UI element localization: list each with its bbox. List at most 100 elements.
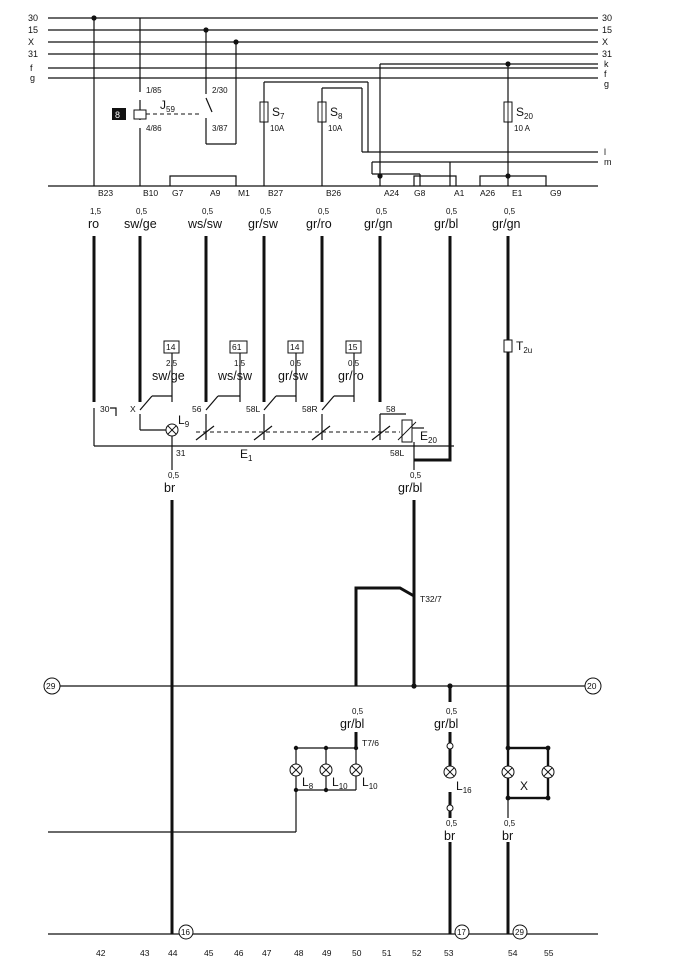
wire-gauge: 0,5 — [446, 819, 458, 828]
terminal-a9: A9 — [210, 188, 221, 198]
footer-number: 48 — [294, 948, 304, 958]
wire-color: gr/bl — [398, 481, 422, 495]
fuse-s20: S20 10 A — [503, 64, 533, 186]
wire-gauge: 1,5 — [234, 359, 246, 368]
switch-terminal-58: 58 — [386, 404, 396, 414]
ground-point-17 — [454, 924, 470, 940]
wire-gauge: 0,5 — [410, 471, 422, 480]
wire-gauge: 0,5 — [318, 207, 330, 216]
footer-numbers: 42 43 44 45 46 47 48 49 50 51 52 53 54 5… — [96, 948, 554, 958]
fuse-s8: S8 10A — [317, 87, 362, 186]
wire-color: gr/sw — [248, 217, 279, 231]
fuse-s8-rating: 10A — [328, 124, 343, 133]
wire-gauge: 0,5 — [136, 207, 148, 216]
switch-terminal-58l: 58L — [246, 404, 260, 414]
rail-label-l: l — [604, 147, 606, 157]
rail-label-x: X — [602, 37, 608, 47]
rail-label-f: f — [30, 63, 33, 73]
rail-label-g: g — [30, 73, 35, 83]
lamp-l16-label: L16 — [456, 779, 472, 795]
fuse-s8-label: S8 — [330, 105, 343, 121]
svg-text:17: 17 — [457, 928, 466, 937]
ground-point-left — [43, 677, 61, 695]
footer-number: 46 — [234, 948, 244, 958]
connector-t2u-label: T2u — [516, 339, 532, 355]
footer-number: 45 — [204, 948, 214, 958]
rail-labels-right: 30 15 X 31 k f g l m — [602, 13, 612, 167]
rail-label-x: X — [28, 37, 34, 47]
footer-number: 47 — [262, 948, 272, 958]
wire-gauge: 0,5 — [446, 707, 458, 716]
rail-label-k: k — [604, 59, 609, 69]
terminal-b26: B26 — [326, 188, 341, 198]
connector-t2u: T2u — [503, 339, 532, 355]
light-switch-e1: E1 E20 L9 30 X 56 58L 58R 58 31 58L — [93, 395, 454, 470]
wire-color: ws/sw — [187, 217, 223, 231]
footer-number: 54 — [508, 948, 518, 958]
terminal-labels: B23 B10 G7 A9 M1 B27 B26 A24 G8 A1 A26 E… — [98, 188, 562, 198]
rheostat-label: E20 — [420, 429, 437, 445]
lamp-l9-label: L9 — [178, 413, 190, 429]
wire-gauge: 0,5 — [352, 707, 364, 716]
relay-position-marker — [112, 108, 126, 120]
ground-point-16 — [178, 924, 194, 940]
terminal-a1: A1 — [454, 188, 465, 198]
fuse-s7: S7 10A — [259, 81, 368, 186]
relay-terminal-4-86: 4/86 — [146, 124, 162, 133]
wire-color: gr/ro — [306, 217, 332, 231]
svg-text:29: 29 — [46, 681, 56, 691]
footer-number: 52 — [412, 948, 422, 958]
fuse-s20-rating: 10 A — [514, 124, 531, 133]
footer-number: 50 — [352, 948, 362, 958]
terminal-e1: E1 — [512, 188, 523, 198]
ground-point-right — [584, 677, 602, 695]
switch-terminal-30: 30 — [100, 404, 110, 414]
rail-label-30: 30 — [602, 13, 612, 23]
footer-number: 49 — [322, 948, 332, 958]
wire-color: br — [502, 829, 513, 843]
footer-number: 42 — [96, 948, 106, 958]
rail-label-g: g — [604, 79, 609, 89]
footer-number: 51 — [382, 948, 392, 958]
switch-reference-boxes: 14 2,5 sw/ge 61 1,5 ws/sw 14 0,5 gr/sw 1… — [152, 340, 364, 383]
relay-label: J59 — [160, 98, 175, 114]
rail-label-30: 30 — [28, 13, 38, 23]
footer-number: 55 — [544, 948, 554, 958]
wire-color: gr/bl — [340, 717, 364, 731]
connector-t32-7-label: T32/7 — [420, 594, 442, 604]
switch-terminal-58r: 58R — [302, 404, 318, 414]
connector-bar — [48, 18, 598, 187]
rail-label-m: m — [604, 157, 612, 167]
svg-text:20: 20 — [587, 681, 597, 691]
terminal-a26: A26 — [480, 188, 495, 198]
power-rails — [48, 17, 598, 163]
terminal-g9: G9 — [550, 188, 562, 198]
svg-text:16: 16 — [181, 928, 190, 937]
wire-gauge: 0,5 — [376, 207, 388, 216]
switch-terminal-58l-out: 58L — [390, 448, 404, 458]
terminal-g7: G7 — [172, 188, 184, 198]
terminal-b23: B23 — [98, 188, 113, 198]
rail-label-31: 31 — [602, 49, 612, 59]
lamp-pair-x: X — [501, 745, 555, 818]
connector-t7-6-label: T7/6 — [362, 738, 379, 748]
lamp-l8-label: L8 — [302, 775, 314, 791]
wire-color: gr/bl — [434, 717, 458, 731]
upper-wire-labels: 1,5 ro 0,5 sw/ge 0,5 ws/sw 0,5 gr/sw 0,5… — [88, 207, 521, 231]
relay-subscript: 59 — [166, 105, 175, 114]
ref-box-61: 61 — [232, 342, 242, 352]
relay-terminal-2-30: 2/30 — [212, 86, 228, 95]
wire-color: ro — [88, 217, 99, 231]
fuse-s7-label: S7 — [272, 105, 285, 121]
wire-gauge: 0,5 — [504, 819, 516, 828]
terminal-b27: B27 — [268, 188, 283, 198]
wire-gauge: 0,5 — [202, 207, 214, 216]
wire-gauge: 0,5 — [168, 471, 180, 480]
lamp-l10-label: L10 — [332, 775, 348, 791]
switch-label: E1 — [240, 447, 253, 463]
wire-gauge: 0,5 — [348, 359, 360, 368]
wire-color: gr/sw — [278, 369, 309, 383]
terminal-a24: A24 — [384, 188, 399, 198]
wire-gauge: 0,5 — [504, 207, 516, 216]
